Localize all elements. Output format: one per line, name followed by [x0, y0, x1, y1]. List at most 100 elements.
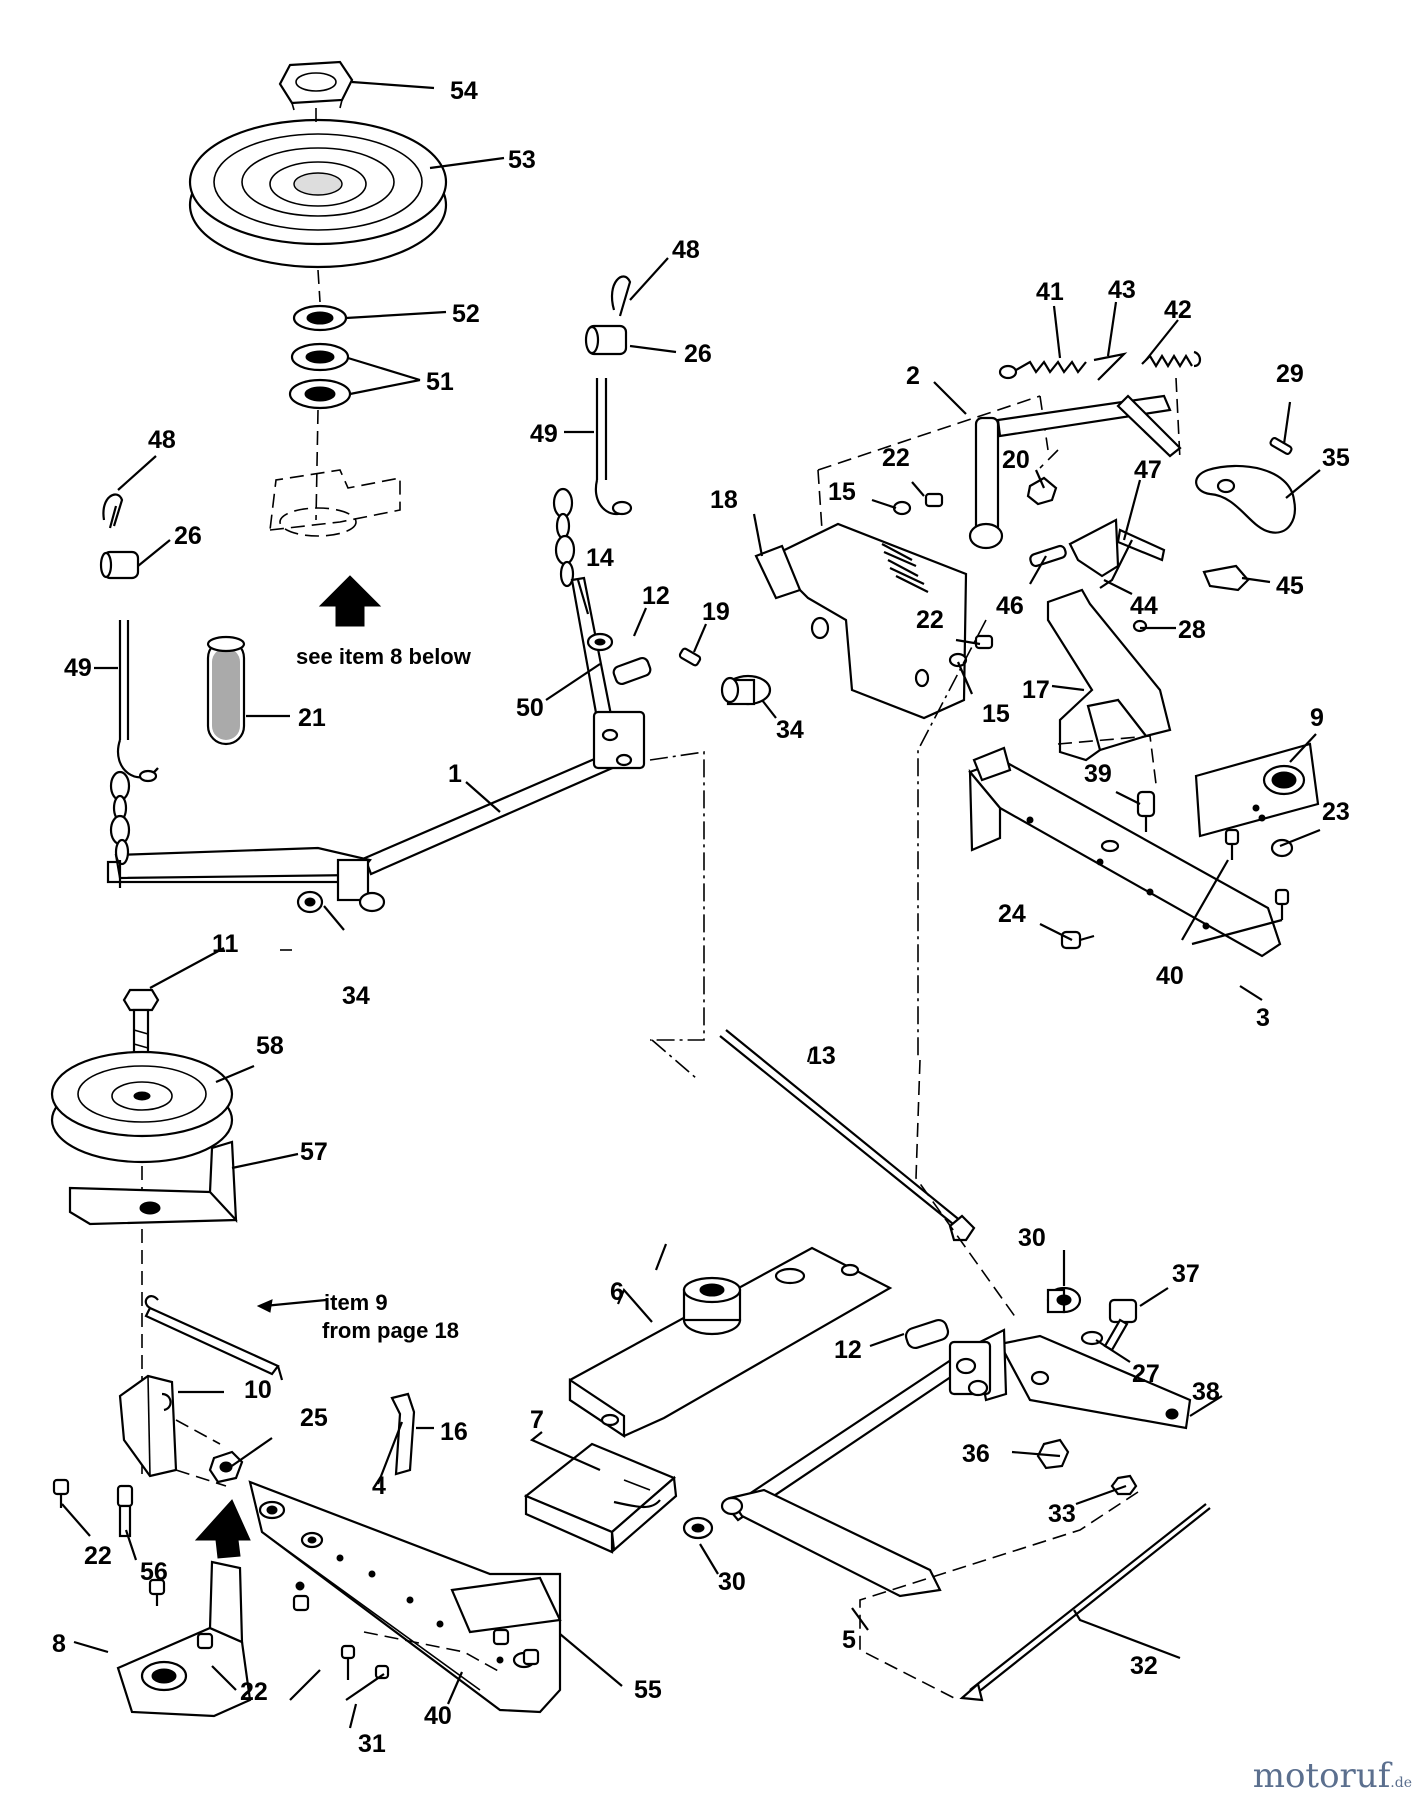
callout-38: 38: [1192, 1378, 1220, 1406]
hairpin-48b-part: [611, 275, 632, 317]
centerline: [859, 1491, 1139, 1701]
callout-26a: 26: [174, 522, 202, 550]
rod-13-part: [719, 1029, 976, 1242]
note-item9-line2: from page 18: [322, 1318, 459, 1343]
callout-47: 47: [1134, 456, 1162, 484]
callout-19: 19: [702, 598, 730, 626]
callout-27: 27: [1132, 1360, 1160, 1388]
arrow-icon: [256, 1299, 273, 1313]
callout-23: 23: [1322, 798, 1350, 826]
callout-24: 24: [998, 900, 1026, 928]
callout-34a: 34: [776, 716, 804, 744]
screw-22c-part: [148, 1578, 214, 1650]
bracket-10-part: [118, 1374, 178, 1478]
callout-12a: 12: [642, 582, 670, 610]
axis-line: [363, 1631, 501, 1673]
callout-26b: 26: [684, 340, 712, 368]
centerline: [917, 619, 987, 1060]
callout-33: 33: [1048, 1500, 1076, 1528]
key-19-part: [678, 647, 702, 667]
callout-55: 55: [634, 1676, 662, 1704]
pin-12-part: [612, 656, 652, 686]
callout-5: 5: [842, 1626, 856, 1654]
watermark-suffix: .de: [1390, 1775, 1412, 1791]
callout-14: 14: [586, 544, 614, 572]
plate-55-part: [450, 1576, 562, 1634]
axis-line: [315, 409, 319, 521]
callout-42: 42: [1164, 296, 1192, 324]
screws-31-40-part: [292, 1594, 540, 1680]
centerline: [649, 751, 705, 1041]
washer-14-part: [586, 632, 614, 652]
note-see-item: see item 8 below: [296, 644, 472, 669]
callout-12b: 12: [834, 1336, 862, 1364]
callout-22a: 22: [84, 1542, 112, 1570]
bolt-39-part: [1136, 790, 1156, 832]
watermark-logo: motoruf.de: [1253, 1756, 1412, 1796]
callout-48b: 48: [672, 236, 700, 264]
nut-33-part: [1110, 1474, 1138, 1496]
bracket-7-part: [523, 1442, 678, 1554]
note-item9-line1: item 9: [324, 1290, 388, 1315]
callout-45: 45: [1276, 572, 1304, 600]
callout-36: 36: [962, 1440, 990, 1468]
callout-43: 43: [1108, 276, 1136, 304]
spring-rod-49b-part: [594, 378, 633, 516]
callout-32: 32: [1130, 1652, 1158, 1680]
bearing-51-part: [288, 342, 352, 410]
bushing-34b-part: [296, 890, 324, 914]
chain-left-part: [109, 770, 131, 888]
clip-16-part: [390, 1392, 416, 1476]
pulley-53-part: [188, 118, 448, 269]
swivel-26b-part: [584, 324, 628, 356]
callout-46: 46: [996, 592, 1024, 620]
bushing-30-part: [1046, 1286, 1082, 1314]
grip-35-part: [1195, 464, 1296, 534]
callout-22c: 22: [240, 1678, 268, 1706]
plate-9-part: [1194, 742, 1320, 838]
callout-10: 10: [244, 1376, 272, 1404]
clip-43-part: [1093, 352, 1128, 381]
callout-labels: 54 53 52 51 48 26 49 21 see item 8 below…: [52, 77, 1350, 1758]
callout-22d: 22: [916, 606, 944, 634]
screws-40-part: [1224, 828, 1290, 920]
callout-15b: 15: [982, 700, 1010, 728]
bolt-37-part: [1103, 1298, 1138, 1352]
lift-shaft-1-part: [106, 746, 628, 913]
callout-30b: 30: [718, 1568, 746, 1596]
bushing-34-part: [720, 674, 772, 706]
nut-54-part: [278, 60, 354, 111]
callout-49a: 49: [64, 654, 92, 682]
callout-58: 58: [256, 1032, 284, 1060]
callout-6: 6: [610, 1278, 624, 1306]
callout-50: 50: [516, 694, 544, 722]
axis-line: [1057, 735, 1157, 785]
plate-6-part: [568, 1246, 893, 1439]
arrow-up-icon: [194, 1499, 251, 1559]
nut-20-part: [1026, 476, 1058, 506]
callout-39: 39: [1084, 760, 1112, 788]
idler-pulley-58-part: [50, 1050, 234, 1164]
callout-13: 13: [808, 1042, 836, 1070]
callout-15a: 15: [828, 478, 856, 506]
callout-8: 8: [52, 1630, 66, 1658]
callout-41: 41: [1036, 278, 1064, 306]
callout-37: 37: [1172, 1260, 1200, 1288]
callout-28: 28: [1178, 616, 1206, 644]
pin-46-part: [1029, 544, 1067, 568]
spring-41-part: [998, 360, 1087, 380]
rod-item9-part: [144, 1295, 284, 1381]
sleeve-21-part: [206, 635, 246, 746]
lever-2-part: [968, 394, 1182, 550]
nut-25-part: [208, 1450, 244, 1484]
plate-4-part: [248, 1480, 562, 1714]
screw-24-part: [1060, 930, 1095, 950]
rod-32-part: [959, 1503, 1211, 1702]
callout-52: 52: [452, 300, 480, 328]
axis-line: [175, 1419, 227, 1487]
bar-3-part: [968, 746, 1282, 958]
axis-line: [1175, 377, 1181, 461]
washer-15-part: [892, 500, 968, 668]
bracket-dashed-outline: [269, 469, 401, 537]
